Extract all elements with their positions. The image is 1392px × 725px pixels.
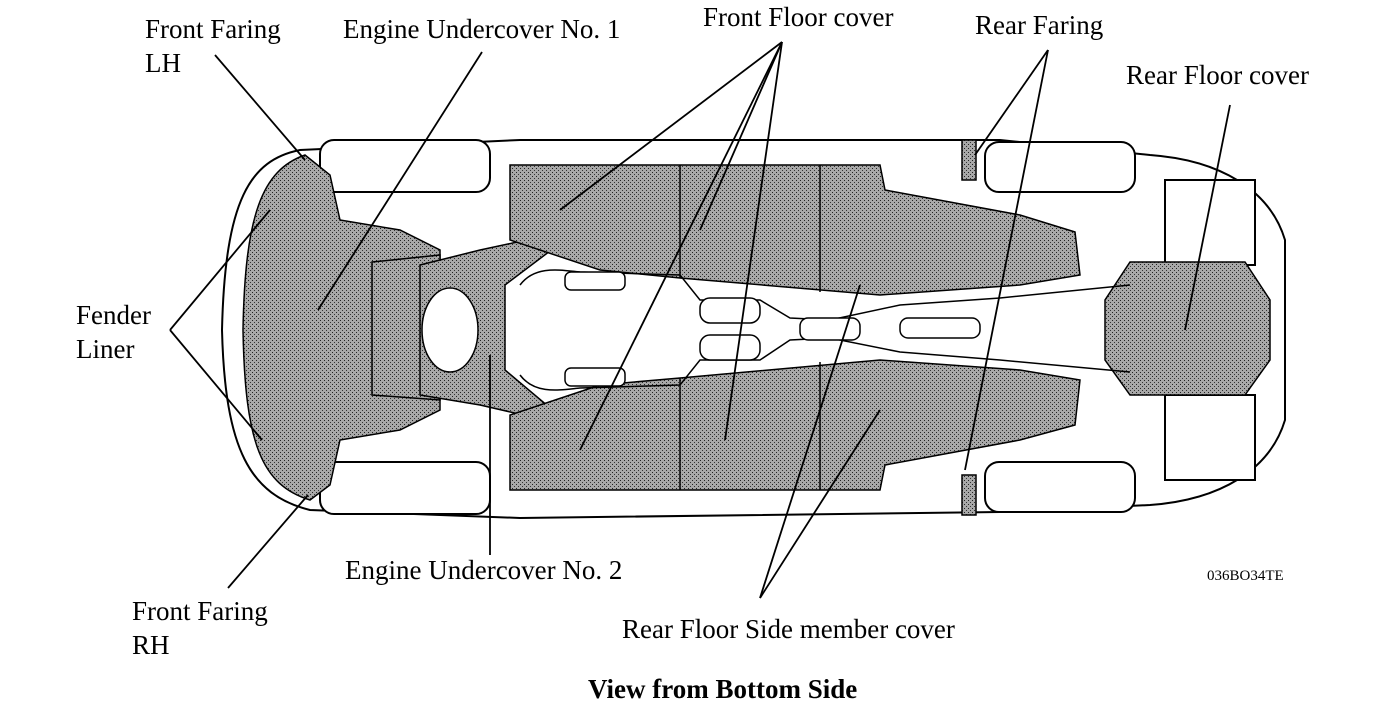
- label-engine-undercover-no2: Engine Undercover No. 2: [345, 555, 623, 585]
- label-front-faring-lh-line2: LH: [145, 48, 181, 78]
- label-front-faring-rh-line1: Front Faring: [132, 596, 268, 626]
- label-front-faring-lh-line1: Front Faring: [145, 14, 281, 44]
- label-fender-liner-line1: Fender: [76, 300, 151, 330]
- figure-code: 036BO34TE: [1207, 568, 1284, 584]
- wheel-front-right: [319, 461, 491, 515]
- rear-faring-pieces: [961, 139, 977, 516]
- figure-caption: View from Bottom Side: [588, 674, 858, 704]
- rear-floor-cover: [1104, 261, 1271, 396]
- wheel-front-left: [319, 139, 491, 193]
- wheel-rear-left: [984, 141, 1136, 193]
- leader-lines: [169, 41, 1231, 599]
- label-rear-floor-side-member-cover: Rear Floor Side member cover: [622, 614, 955, 644]
- wheel-rear-right: [984, 461, 1136, 513]
- label-front-floor-cover: Front Floor cover: [703, 2, 894, 32]
- fender-liner-front: [242, 154, 441, 501]
- label-engine-undercover-no1: Engine Undercover No. 1: [343, 14, 621, 44]
- front-floor-cover-right: [509, 359, 1081, 491]
- exhaust-system: [519, 269, 1131, 391]
- label-rear-faring: Rear Faring: [975, 10, 1104, 40]
- label-front-faring-rh-line2: RH: [132, 630, 170, 660]
- label-rear-floor-cover: Rear Floor cover: [1126, 60, 1309, 90]
- front-floor-cover-left: [509, 164, 1081, 296]
- label-fender-liner-line2: Liner: [76, 334, 135, 364]
- rear-muffler-right: [1164, 394, 1256, 481]
- engine-undercover-no2: [419, 235, 560, 421]
- rear-muffler-left: [1164, 179, 1256, 266]
